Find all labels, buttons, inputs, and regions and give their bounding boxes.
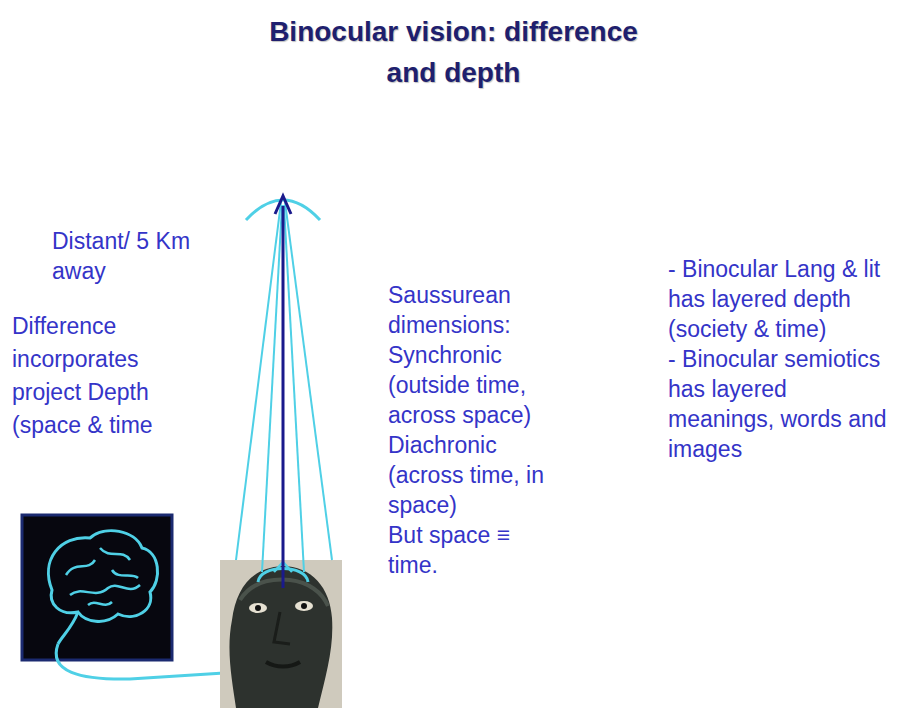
brain-icon xyxy=(22,515,172,660)
slide-text: Distant/ 5 Km away xyxy=(52,226,222,286)
slide-text: Saussurean dimensions: xyxy=(388,280,566,340)
slide-text: Synchronic (outside time, across space) xyxy=(388,340,566,430)
left-pupil xyxy=(255,605,261,611)
nerve-line xyxy=(56,644,224,679)
mouth xyxy=(266,662,300,667)
photo-ground xyxy=(220,560,342,708)
arrowhead xyxy=(275,196,291,214)
sight-line xyxy=(284,205,304,572)
sight-line xyxy=(236,202,281,560)
brain-outline xyxy=(48,531,157,622)
title-block: Binocular vision: difference and depth xyxy=(0,12,907,93)
right-eye xyxy=(295,601,313,611)
brain-folds xyxy=(66,548,140,605)
nose xyxy=(274,612,290,644)
slide-text: - Binocular Lang & lit has layered depth… xyxy=(668,254,893,344)
brain-stem xyxy=(58,612,78,644)
slide-text: - Binocular semiotics has layered meanin… xyxy=(668,344,893,464)
slide-title: Binocular vision: difference and depth xyxy=(249,12,658,93)
slide-text: Diachronic (across time, in space) xyxy=(388,430,566,520)
head-picture xyxy=(220,560,342,708)
slide-text: But space ≡ time. xyxy=(388,520,566,580)
slide-text: Difference incorporates project Depth (s… xyxy=(12,310,162,442)
bronze-head xyxy=(229,566,332,708)
left-eye xyxy=(249,603,267,613)
depth-arrow xyxy=(282,206,285,588)
brain-icon-box xyxy=(22,515,172,660)
sight-line xyxy=(285,202,332,560)
sight-line xyxy=(262,205,282,572)
right-pupil xyxy=(301,603,307,609)
